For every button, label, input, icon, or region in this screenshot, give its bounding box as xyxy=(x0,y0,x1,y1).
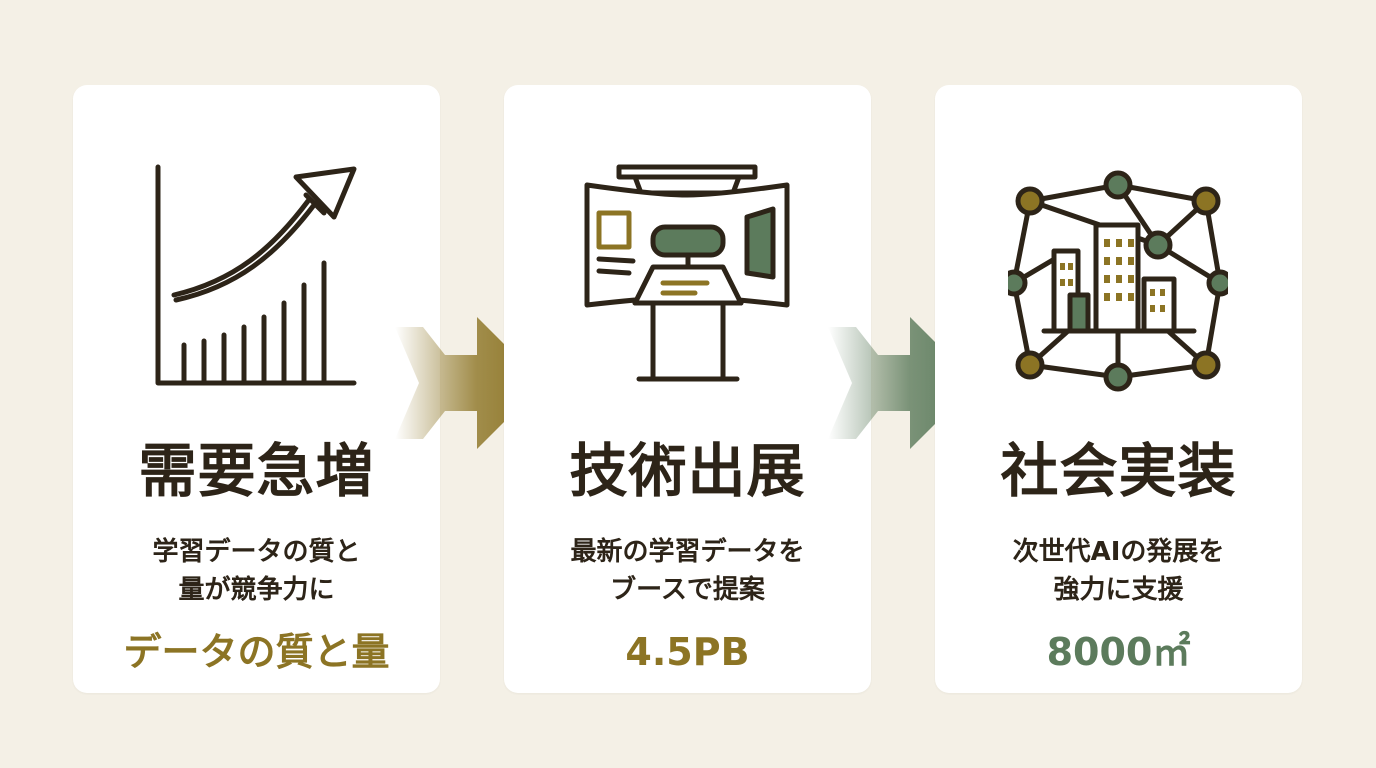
exhibition-booth-icon xyxy=(577,155,797,405)
step-title: 技術出展 xyxy=(569,437,806,505)
step-card-exhibition: 技術出展 最新の学習データを ブースで提案 4.5PB xyxy=(504,85,871,693)
rising-chart-icon xyxy=(146,155,366,405)
step-title: 需要急増 xyxy=(138,437,375,505)
network-city-icon xyxy=(1008,155,1228,405)
step-description-line: 次世代AIの発展を xyxy=(1012,537,1225,567)
step-description: 最新の学習データを ブースで提案 xyxy=(504,533,871,609)
step-description-line: ブースで提案 xyxy=(610,575,765,605)
step-description-line: 学習データの質と xyxy=(152,537,361,567)
step-description: 学習データの質と 量が競争力に xyxy=(73,533,440,609)
step-card-demand: 需要急増 学習データの質と 量が競争力に データの質と量 xyxy=(73,85,440,693)
step-title: 社会実装 xyxy=(1000,437,1237,505)
step-description-line: 最新の学習データを xyxy=(570,537,805,567)
step-highlight: データの質と量 xyxy=(123,630,390,674)
step-description: 次世代AIの発展を 強力に支援 xyxy=(935,533,1302,609)
step-highlight: 8000㎡ xyxy=(1046,630,1191,674)
step-description-line: 強力に支援 xyxy=(1053,575,1184,605)
step-description-line: 量が競争力に xyxy=(178,575,335,605)
step-card-deployment: 社会実装 次世代AIの発展を 強力に支援 8000㎡ xyxy=(935,85,1302,693)
step-highlight: 4.5PB xyxy=(625,630,750,674)
